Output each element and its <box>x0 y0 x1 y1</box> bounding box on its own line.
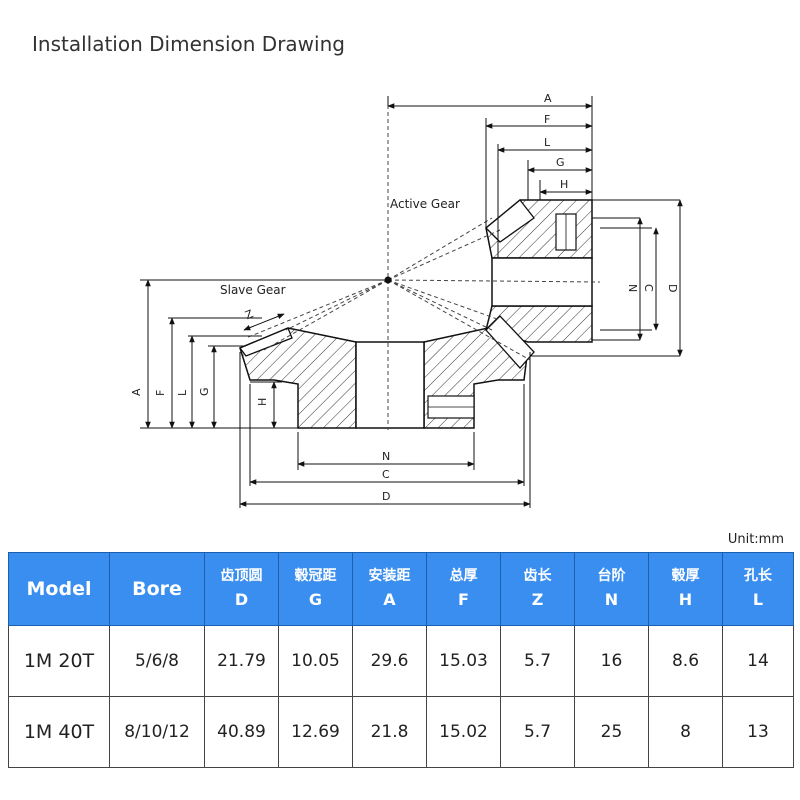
cell-l: 13 <box>722 696 794 768</box>
dim-top-g: G <box>556 156 565 169</box>
dim-bottom-n: N <box>382 450 390 463</box>
cell-l: 14 <box>722 625 794 697</box>
cell-bore: 8/10/12 <box>109 696 205 768</box>
cell-f: 15.03 <box>426 625 501 697</box>
cell-bore: 5/6/8 <box>109 625 205 697</box>
cell-n: 16 <box>574 625 649 697</box>
table-row: 1M 20T 5/6/8 21.79 10.05 29.6 15.03 5.7 … <box>8 625 794 697</box>
cell-z: 5.7 <box>500 625 575 697</box>
slave-gear <box>239 327 529 429</box>
unit-label: Unit:mm <box>727 532 784 547</box>
cell-model: 1M 20T <box>8 625 110 697</box>
dim-top-f: F <box>544 113 550 126</box>
dim-top-h: H <box>560 178 568 191</box>
active-bore <box>491 257 593 307</box>
dimension-lines <box>145 103 683 507</box>
dim-left-g: G <box>198 387 211 396</box>
installation-drawing: Active Gear Slave Gear A F L G H N C D A… <box>130 92 683 508</box>
extension-lines <box>140 96 680 508</box>
dim-right-n: N <box>626 284 639 292</box>
active-gear-label: Active Gear <box>390 197 460 211</box>
cell-a: 29.6 <box>352 625 427 697</box>
cell-z: 5.7 <box>500 696 575 768</box>
page-title: Installation Dimension Drawing <box>32 32 345 56</box>
dim-right-c: C <box>642 284 655 292</box>
cell-model: 1M 40T <box>8 696 110 768</box>
table-row: 1M 40T 8/10/12 40.89 12.69 21.8 15.02 5.… <box>8 696 794 768</box>
cell-g: 10.05 <box>278 625 353 697</box>
dim-right-d: D <box>666 284 679 292</box>
cell-d: 21.79 <box>204 625 279 697</box>
cell-d: 40.89 <box>204 696 279 768</box>
cell-n: 25 <box>574 696 649 768</box>
dim-bottom-d: D <box>382 490 390 503</box>
slave-gear-label: Slave Gear <box>220 283 286 297</box>
col-header-model: Model <box>8 552 110 626</box>
dim-z: Z <box>243 307 255 322</box>
dim-top-l: L <box>544 136 551 149</box>
dim-left-f: F <box>154 390 167 396</box>
dim-left-l: L <box>176 389 189 396</box>
cell-g: 12.69 <box>278 696 353 768</box>
dim-bottom-c: C <box>382 468 390 481</box>
col-header-bore: Bore <box>109 552 205 626</box>
dim-left-h: H <box>256 398 269 406</box>
cell-h: 8 <box>648 696 723 768</box>
slave-bore <box>355 341 425 429</box>
cell-h: 8.6 <box>648 625 723 697</box>
dim-top-a: A <box>544 92 552 105</box>
dim-left-a: A <box>130 388 143 396</box>
cell-f: 15.02 <box>426 696 501 768</box>
cell-a: 21.8 <box>352 696 427 768</box>
